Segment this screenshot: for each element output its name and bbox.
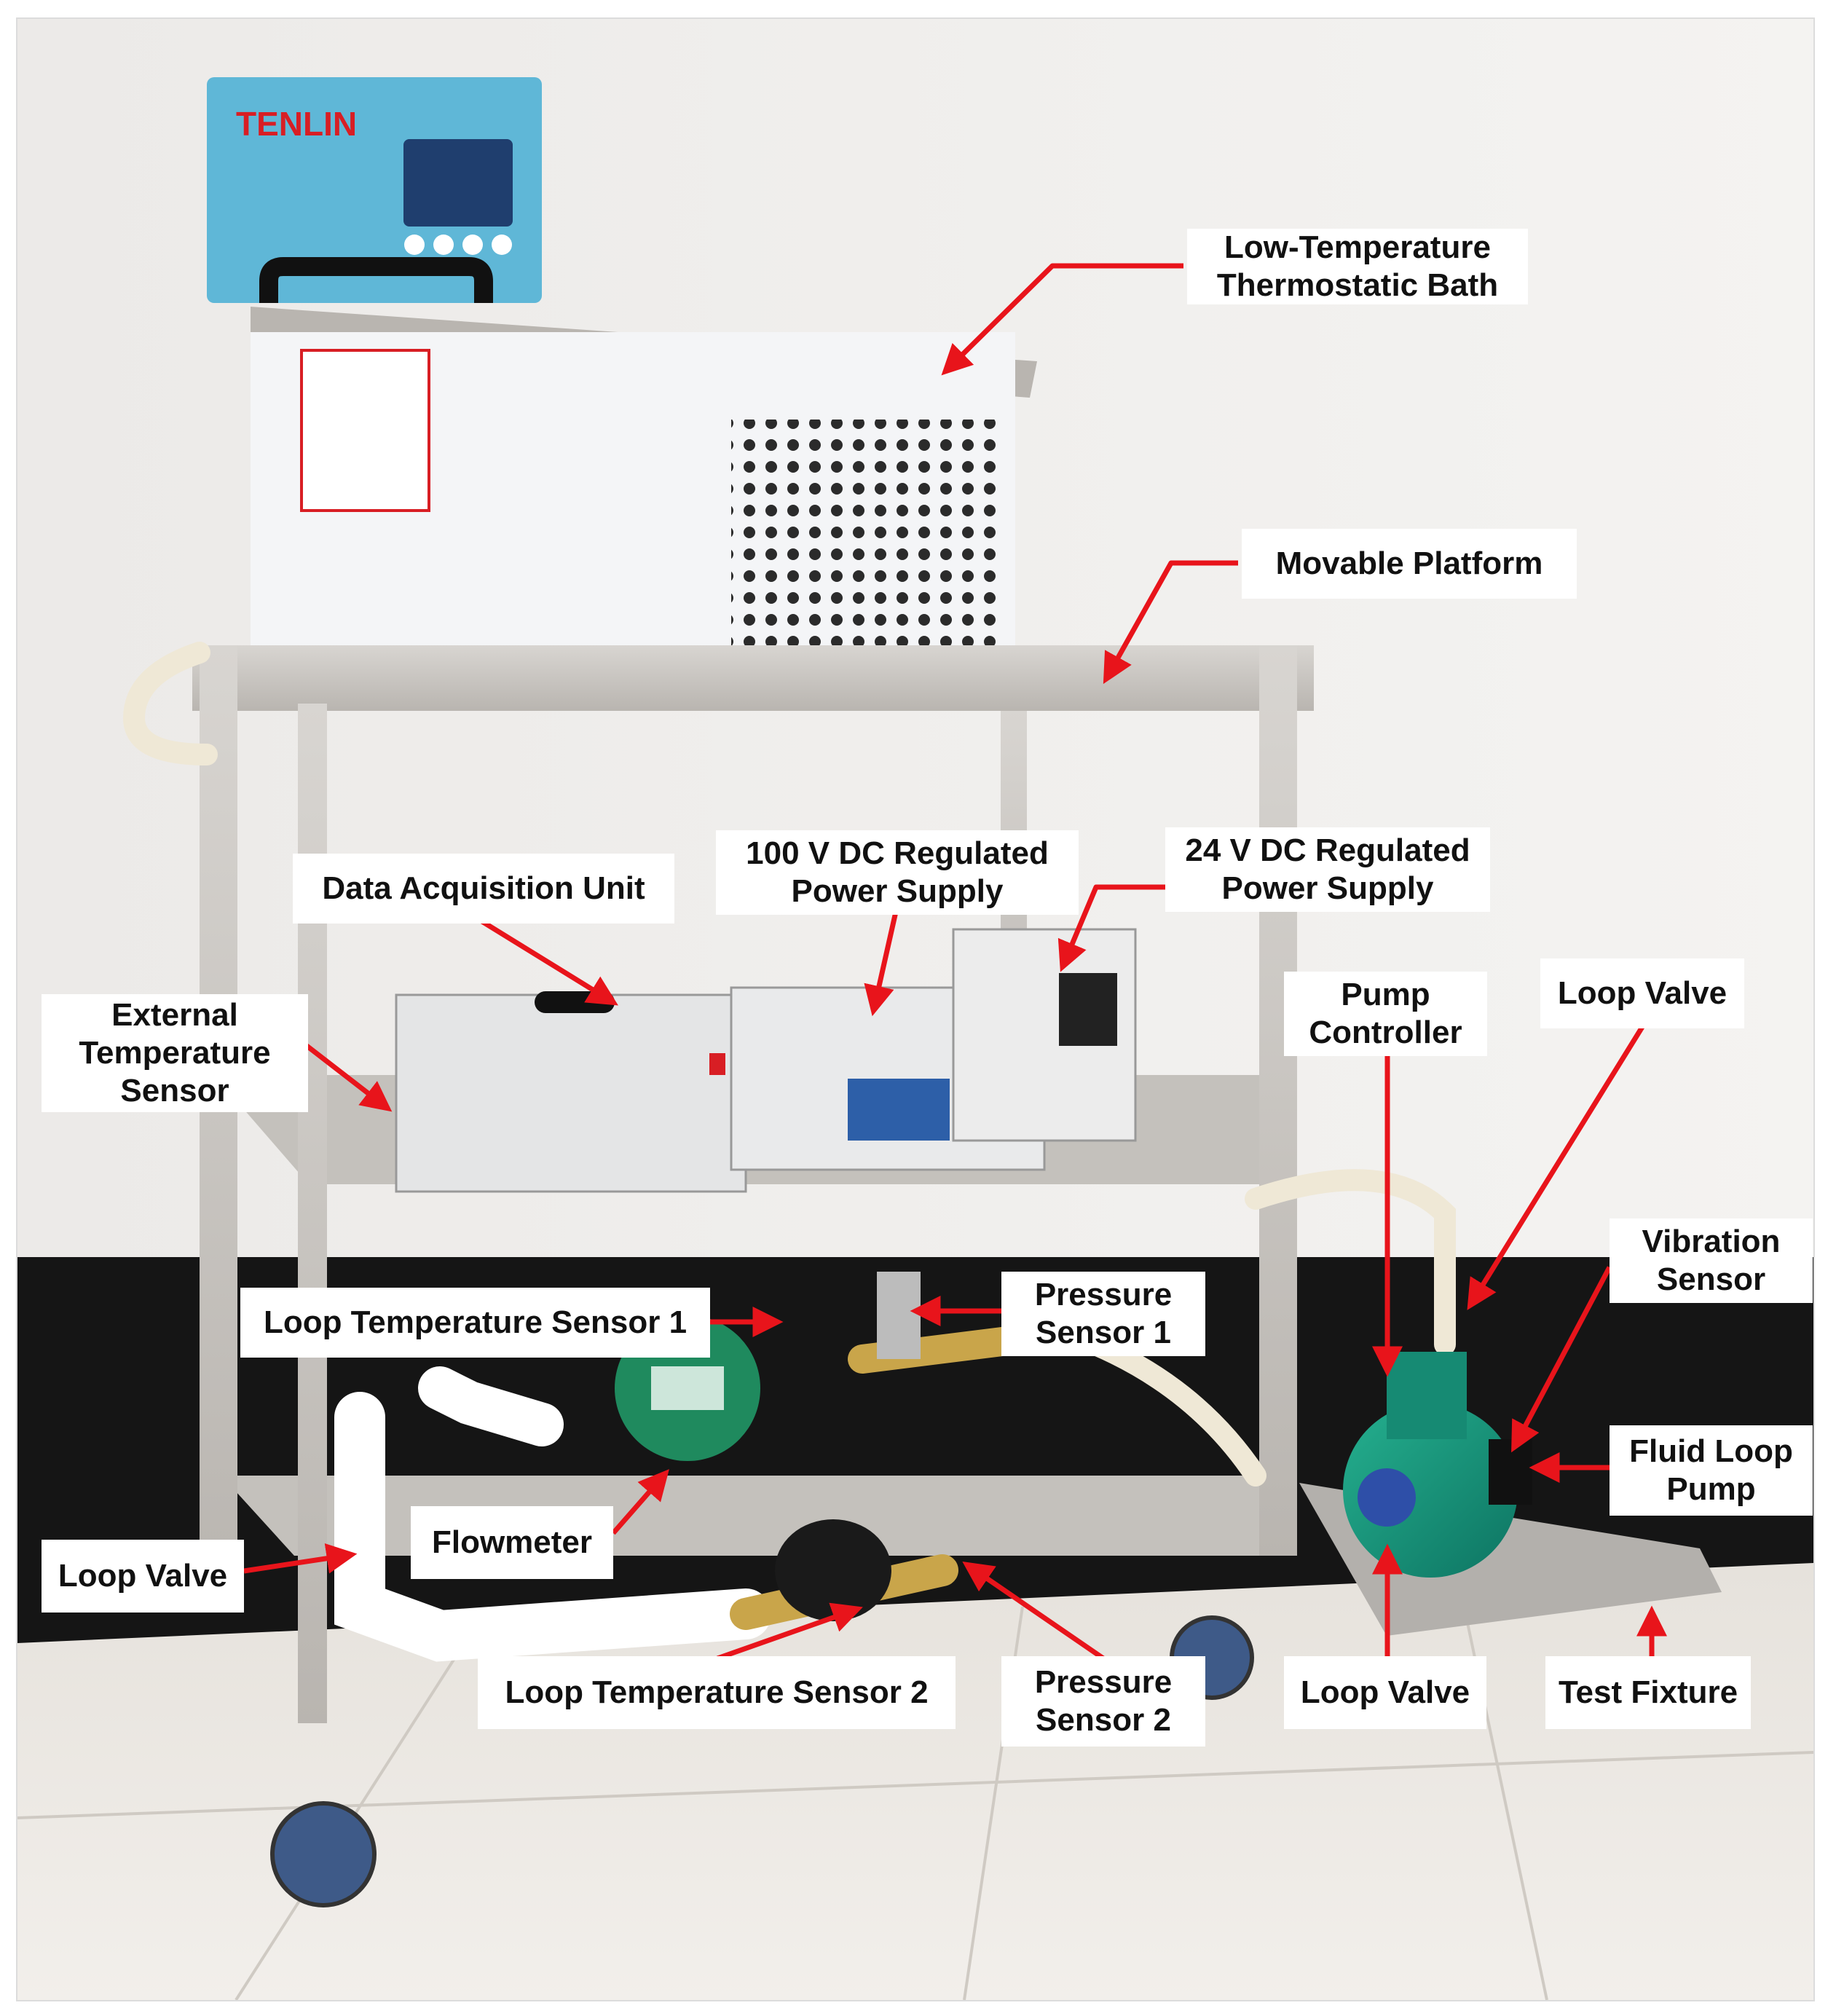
bath-display xyxy=(403,139,513,227)
label-100v-supply: 100 V DC Regulated Power Supply xyxy=(716,830,1079,915)
label-fluid-loop-pump: Fluid Loop Pump xyxy=(1610,1425,1813,1516)
label-test-fixture: Test Fixture xyxy=(1545,1656,1751,1729)
vent-grille xyxy=(731,420,1001,645)
label-flowmeter: Flowmeter xyxy=(411,1506,613,1579)
top-shelf xyxy=(192,645,1314,711)
warning-sticker xyxy=(300,349,430,512)
label-data-acquisition-unit: Data Acquisition Unit xyxy=(293,854,674,924)
label-24v-supply: 24 V DC Regulated Power Supply xyxy=(1165,827,1490,912)
label-pump-controller: Pump Controller xyxy=(1284,972,1487,1056)
casters xyxy=(270,1615,1254,1907)
bath-handle xyxy=(259,257,493,303)
thermostatic-bath: TENLIN xyxy=(207,77,1037,645)
brand-logo: TENLIN xyxy=(236,105,357,143)
label-thermostatic-bath: Low-Temperature Thermostatic Bath xyxy=(1187,229,1528,304)
data-acquisition-unit xyxy=(395,991,747,1193)
bath-buttons xyxy=(404,235,512,255)
power-supply-24v xyxy=(952,928,1137,1142)
label-loop-temp-sensor-1: Loop Temperature Sensor 1 xyxy=(240,1288,710,1358)
bath-control-panel xyxy=(207,77,542,303)
label-loop-valve-bottom: Loop Valve xyxy=(1284,1656,1486,1729)
label-movable-platform: Movable Platform xyxy=(1242,529,1577,599)
label-loop-temp-sensor-2: Loop Temperature Sensor 2 xyxy=(478,1656,956,1729)
label-loop-valve-top-right: Loop Valve xyxy=(1540,958,1744,1028)
label-pressure-sensor-1: Pressure Sensor 1 xyxy=(1001,1272,1205,1356)
pressure-sensor-1-body xyxy=(877,1272,921,1359)
label-vibration-sensor: Vibration Sensor xyxy=(1610,1218,1813,1303)
label-external-temp-sensor: External Temperature Sensor xyxy=(42,994,308,1112)
loop-temp-sensor-2-body xyxy=(775,1519,891,1621)
label-pressure-sensor-2: Pressure Sensor 2 xyxy=(1001,1656,1205,1747)
label-loop-valve-left: Loop Valve xyxy=(42,1540,244,1613)
left-front-leg xyxy=(200,645,237,1607)
right-front-leg xyxy=(1259,645,1297,1556)
